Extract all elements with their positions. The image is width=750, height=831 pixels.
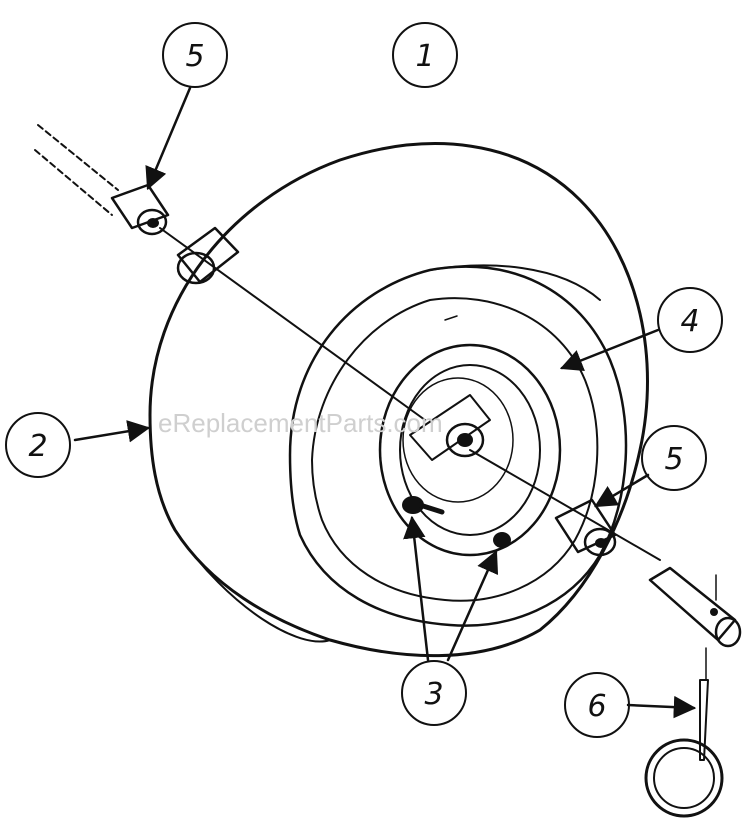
watermark: eReplacementParts.com xyxy=(158,408,443,438)
axle-shaft xyxy=(34,124,661,561)
callout-label: 4 xyxy=(680,304,699,339)
callout-label: 6 xyxy=(587,689,606,724)
callout-label: 1 xyxy=(415,39,434,74)
leader-lines xyxy=(73,86,697,719)
callout-label: 2 xyxy=(28,429,47,464)
callout-2[interactable]: 2 xyxy=(5,412,71,478)
callout-label: 5 xyxy=(185,39,204,74)
bolt-hardware xyxy=(402,496,511,548)
hair-pin xyxy=(644,647,724,818)
tire xyxy=(148,142,649,658)
callout-5-top[interactable]: 5 xyxy=(162,22,228,88)
hub-tube xyxy=(409,394,491,461)
callout-label: 3 xyxy=(424,677,443,712)
callout-5-right[interactable]: 5 xyxy=(641,425,707,491)
callout-3[interactable]: 3 xyxy=(401,660,467,726)
axle-end xyxy=(648,566,742,648)
rear-hub-stub xyxy=(176,226,240,285)
spacer-bushing-right xyxy=(554,498,617,557)
wheel-rim xyxy=(378,343,562,557)
callout-1[interactable]: 1 xyxy=(392,22,458,88)
callout-4[interactable]: 4 xyxy=(657,287,723,353)
spacer-bushing-left xyxy=(110,183,170,236)
callout-6[interactable]: 6 xyxy=(564,672,630,738)
callout-label: 5 xyxy=(664,442,683,477)
